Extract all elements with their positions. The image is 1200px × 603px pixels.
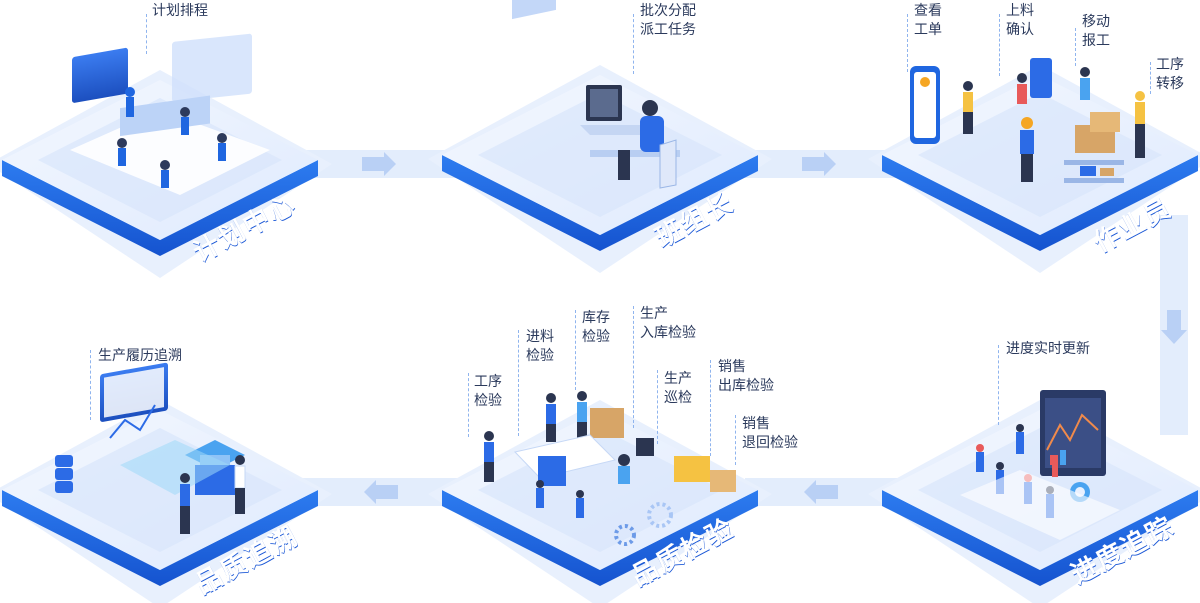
guide-line	[710, 360, 711, 456]
leader-illustration	[512, 0, 680, 189]
note-return-inspect: 销售 退回检验	[742, 416, 798, 451]
note-plan-schedule: 计划排程	[152, 3, 208, 19]
guide-line	[907, 14, 908, 72]
guide-line	[1150, 62, 1151, 94]
worker-illustration	[910, 58, 1145, 183]
arrow-right-icon	[362, 152, 396, 176]
arrow-right-icon	[802, 152, 836, 176]
note-feed-confirm: 上料 确认	[1006, 3, 1034, 38]
guide-line	[90, 350, 91, 420]
guide-line	[998, 345, 999, 425]
note-patrol-inspect: 生产 巡检	[664, 371, 692, 406]
arrow-down-icon	[1161, 310, 1187, 344]
guide-line	[146, 14, 147, 54]
guide-line	[468, 373, 469, 437]
arrow-left-icon	[364, 480, 398, 504]
guide-line	[518, 330, 519, 436]
note-warehousing-inspect: 生产 入库检验	[640, 306, 696, 341]
guide-line	[1075, 28, 1076, 66]
guide-line	[999, 14, 1000, 76]
inspect-illustration	[484, 391, 736, 546]
note-production-trace: 生产履历追溯	[98, 348, 182, 364]
note-batch-dispatch: 批次分配 派工任务	[640, 3, 696, 38]
guide-line	[657, 370, 658, 444]
plan-illustration	[70, 33, 270, 195]
guide-line	[575, 310, 576, 390]
note-incoming-inspect: 进料 检验	[526, 329, 554, 364]
note-mobile-report: 移动 报工	[1082, 14, 1110, 49]
progress-illustration	[960, 390, 1120, 540]
note-process-inspect: 工序 检验	[474, 374, 502, 409]
note-process-transfer: 工序 转移	[1156, 57, 1184, 92]
guide-line	[633, 306, 634, 428]
note-outbound-inspect: 销售 出库检验	[718, 359, 774, 394]
guide-line	[633, 14, 634, 74]
guide-line	[735, 415, 736, 465]
note-inventory-inspect: 库存 检验	[582, 310, 610, 345]
arrow-left-icon	[804, 480, 838, 504]
trace-illustration	[55, 362, 246, 534]
platform-trace	[0, 400, 332, 603]
note-progress-update: 进度实时更新	[1006, 341, 1090, 357]
note-view-workorder: 查看 工单	[914, 3, 942, 38]
